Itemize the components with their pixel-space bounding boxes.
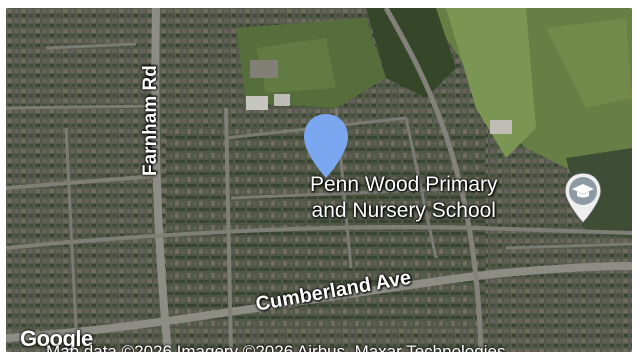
google-logo: Google [20, 326, 93, 351]
graduation-cap-icon[interactable] [563, 171, 603, 225]
place-label-line1: Penn Wood Primary [310, 173, 498, 196]
road-label-farnham: Farnham Rd [140, 65, 161, 176]
satellite-imagery [6, 8, 632, 352]
place-label-line2: and Nursery School [311, 199, 496, 222]
map-view[interactable]: Farnham Rd Cumberland Ave Penn Wood Prim… [6, 8, 632, 352]
map-pin-icon[interactable] [302, 112, 350, 192]
map-attribution[interactable]: Map data ©2026 Imagery ©2026 Airbus, Max… [46, 342, 506, 352]
place-label[interactable]: Penn Wood Primary and Nursery School [310, 172, 498, 224]
